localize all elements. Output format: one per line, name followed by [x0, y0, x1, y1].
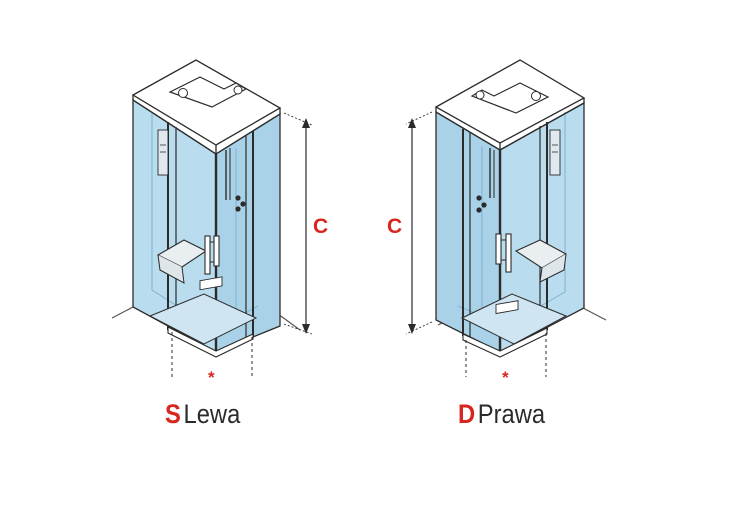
- variant-caption-left: SLewa: [165, 398, 240, 430]
- marker-asterisk-left: *: [208, 368, 215, 387]
- variant-letter: D: [458, 399, 476, 429]
- height-dimension-label-right: C: [387, 215, 402, 238]
- variant-caption-right: DPrawa: [458, 398, 545, 430]
- variant-word: Prawa: [477, 399, 546, 429]
- shower-tray: [148, 293, 258, 345]
- shower-tray: [460, 293, 568, 345]
- cabin-left: [111, 59, 313, 377]
- height-dimension-label-left: C: [313, 215, 328, 238]
- variant-letter: S: [165, 399, 181, 429]
- cabin-right: [405, 59, 607, 377]
- variant-word: Lewa: [183, 399, 241, 429]
- marker-asterisk-right: *: [502, 368, 509, 387]
